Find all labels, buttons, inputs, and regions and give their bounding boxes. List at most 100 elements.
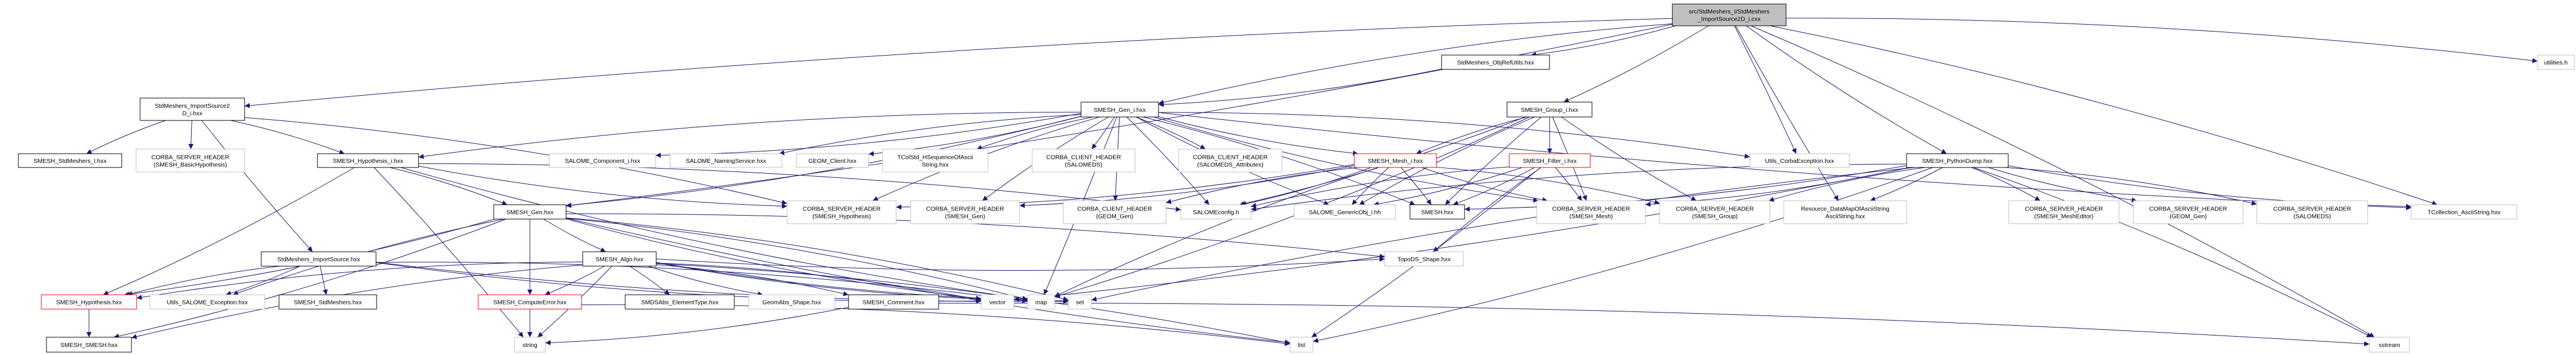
node-label: Utils_SALOME_Exception.hxx [166,299,248,306]
edge-hyp_i-to-smesh_gen [389,167,508,205]
node-group_i[interactable]: SMESH_Group_i.hxx [1506,102,1593,118]
node-label: SMDSAbs_ElementType.hxx [641,299,719,306]
node-string: string [514,337,546,353]
edge-root-to-objref [1531,25,1676,57]
node-objref[interactable]: StdMeshers_ObjRefUtils.hxx [1441,54,1550,70]
node-root[interactable]: src/StdMeshers_I/StdMeshers_ImportSource… [1672,3,1787,26]
edge-smesh_gen-to-map [565,218,1028,301]
edge-gen_i-to-hyp_i [418,112,1082,159]
node-corbaexc: Utils_CorbaException.hxx [1749,153,1850,168]
node-salomeconfig: SALOMEconfig.h [1180,204,1252,220]
node-box [1063,200,1167,224]
edge-is2d-to-csh_basichyp [188,120,194,150]
node-box [549,153,656,168]
edge-pydump-to-csh_salomeds [2004,167,2257,206]
node-box [2369,337,2410,353]
edge-gen_i-to-cch_salomeds [1091,116,1115,150]
node-label: SMESH_Comment.hxx [863,299,925,306]
edge-pydump-to-csh_mesh [1645,167,1909,207]
node-label: (SMESH_Hypothesis) [812,213,871,220]
edge-pydump-to-sstream [1973,167,2372,338]
edge-gen_i-to-tcolstd [977,116,1093,150]
node-label: SALOME_NamingService.hxx [685,158,766,165]
node-label: SMESH.hxx [1421,209,1454,216]
node-comp_i: SALOME_Component_i.hxx [549,153,656,168]
node-box [1354,153,1437,168]
edge-root-to-tcoll [1769,25,2438,206]
edge-importsrc-to-salomeexc [226,266,300,296]
node-label: SMESH_Group_i.hxx [1521,107,1579,114]
node-box [1536,200,1646,224]
node-box [1409,204,1465,220]
edge-root-to-corbaexc [1734,25,1797,154]
node-label: SMESH_StdMeshers_I.hxx [33,158,107,165]
node-geomabs: GeomAbs_Shape.hxx [748,294,835,310]
edge-is2d-to-importsrc [202,120,313,252]
node-geomclient: GEOM_Client.hxx [796,153,869,168]
node-label: map [1035,299,1047,306]
node-smdsabs[interactable]: SMDSAbs_ElementType.hxx [625,294,735,310]
edge-gen_i-to-smesh_gen [565,116,1082,208]
edge-pydump-to-tcoll [2008,165,2412,209]
node-box [2133,200,2244,224]
edge-pydump-to-csh_geomgen [1988,167,2137,203]
node-stdmeshers[interactable]: SMESH_StdMeshers.hxx [278,294,377,310]
node-label: StdMeshers_ImportSource.hxx [277,256,361,263]
node-smesh_gen[interactable]: SMESH_Gen.hxx [493,204,567,220]
node-label: CORBA_CLIENT_HEADER [1046,154,1121,161]
node-stdmi[interactable]: SMESH_StdMeshers_I.hxx [18,153,122,168]
node-box [41,294,137,310]
edge-hyp_i-to-csh_hyp [418,166,788,209]
node-comment[interactable]: SMESH_Comment.hxx [848,294,939,310]
edge-algo-to-smdsabs [629,266,670,295]
edge-root-to-gen_i [1158,23,1673,105]
edge-algo-to-smesh_smesh [131,264,583,340]
edge-pydump-to-vector [1013,167,1911,302]
node-hyp[interactable]: SMESH_Hypothesis.hxx [41,294,137,310]
edge-hyp_i-to-map [400,167,1028,301]
node-label: AsciiString.hxx [1826,213,1866,220]
node-map: map [1027,294,1055,310]
node-smesh_hxx[interactable]: SMESH.hxx [1409,204,1465,220]
node-importsrc[interactable]: StdMeshers_ImportSource.hxx [261,251,377,267]
edge-root-to-group_i [1563,25,1709,103]
node-computeerr[interactable]: SMESH_ComputeError.hxx [478,294,582,310]
node-label: CORBA_SERVER_HEADER [1552,206,1630,213]
node-algo[interactable]: SMESH_Algo.hxx [582,251,657,267]
node-box [478,294,582,310]
node-mesh_i[interactable]: SMESH_Mesh_i.hxx [1354,153,1437,168]
edge-root-to-resource [1735,25,1839,201]
node-label: SMESH_ComputeError.hxx [493,299,567,306]
node-label: (SALOMEDS) [2294,213,2331,220]
edge-mesh_i-to-csh_mesh [1421,167,1548,202]
node-smesh_smesh[interactable]: SMESH_SMESH.hxx [46,337,132,353]
node-label: SMESH_Filter_i.hxx [1523,158,1578,165]
edge-gen_i-to-tcoll [1158,112,2412,210]
node-hyp_i[interactable]: SMESH_Hypothesis_i.hxx [317,153,419,168]
node-label: _ImportSource2D_i.cxx [1697,16,1761,23]
node-box [1180,204,1252,220]
node-label: utilities.h [2544,60,2568,67]
node-filter_i[interactable]: SMESH_Filter_i.hxx [1509,153,1591,168]
node-box [1293,204,1396,220]
node-gen_i[interactable]: SMESH_Gen_i.hxx [1080,102,1159,118]
edges-layer [86,18,2538,346]
edge-smesh_gen-to-algo [543,219,606,252]
node-is2d[interactable]: StdMeshers_ImportSource2D_i.hxx [140,97,245,121]
node-label: CORBA_SERVER_HEADER [2025,206,2103,213]
node-box [261,251,377,267]
edge-pydump-to-csh_group [1768,167,1926,202]
node-box [582,251,657,267]
node-box [1906,153,2009,168]
edge-gen_i-to-corbaexc [1158,112,1750,159]
node-label: CORBA_SERVER_HEADER [2149,206,2228,213]
edge-smesh_gen-to-list [565,217,1291,345]
node-label: (GEOM_Gen) [1096,213,1133,220]
edge-pydump-to-csh_meshedit [1971,167,2041,201]
node-pydump[interactable]: SMESH_PythonDump.hxx [1906,153,2009,168]
edge-gen_i-to-cch_salomeds_attr [1136,116,1206,150]
edge-mesh_i-to-genericobj [1351,167,1389,205]
edge-pydump-to-set [1091,167,1915,302]
node-box [2411,204,2517,220]
node-csh_salomeds: CORBA_SERVER_HEADER(SALOMEDS) [2256,200,2368,224]
